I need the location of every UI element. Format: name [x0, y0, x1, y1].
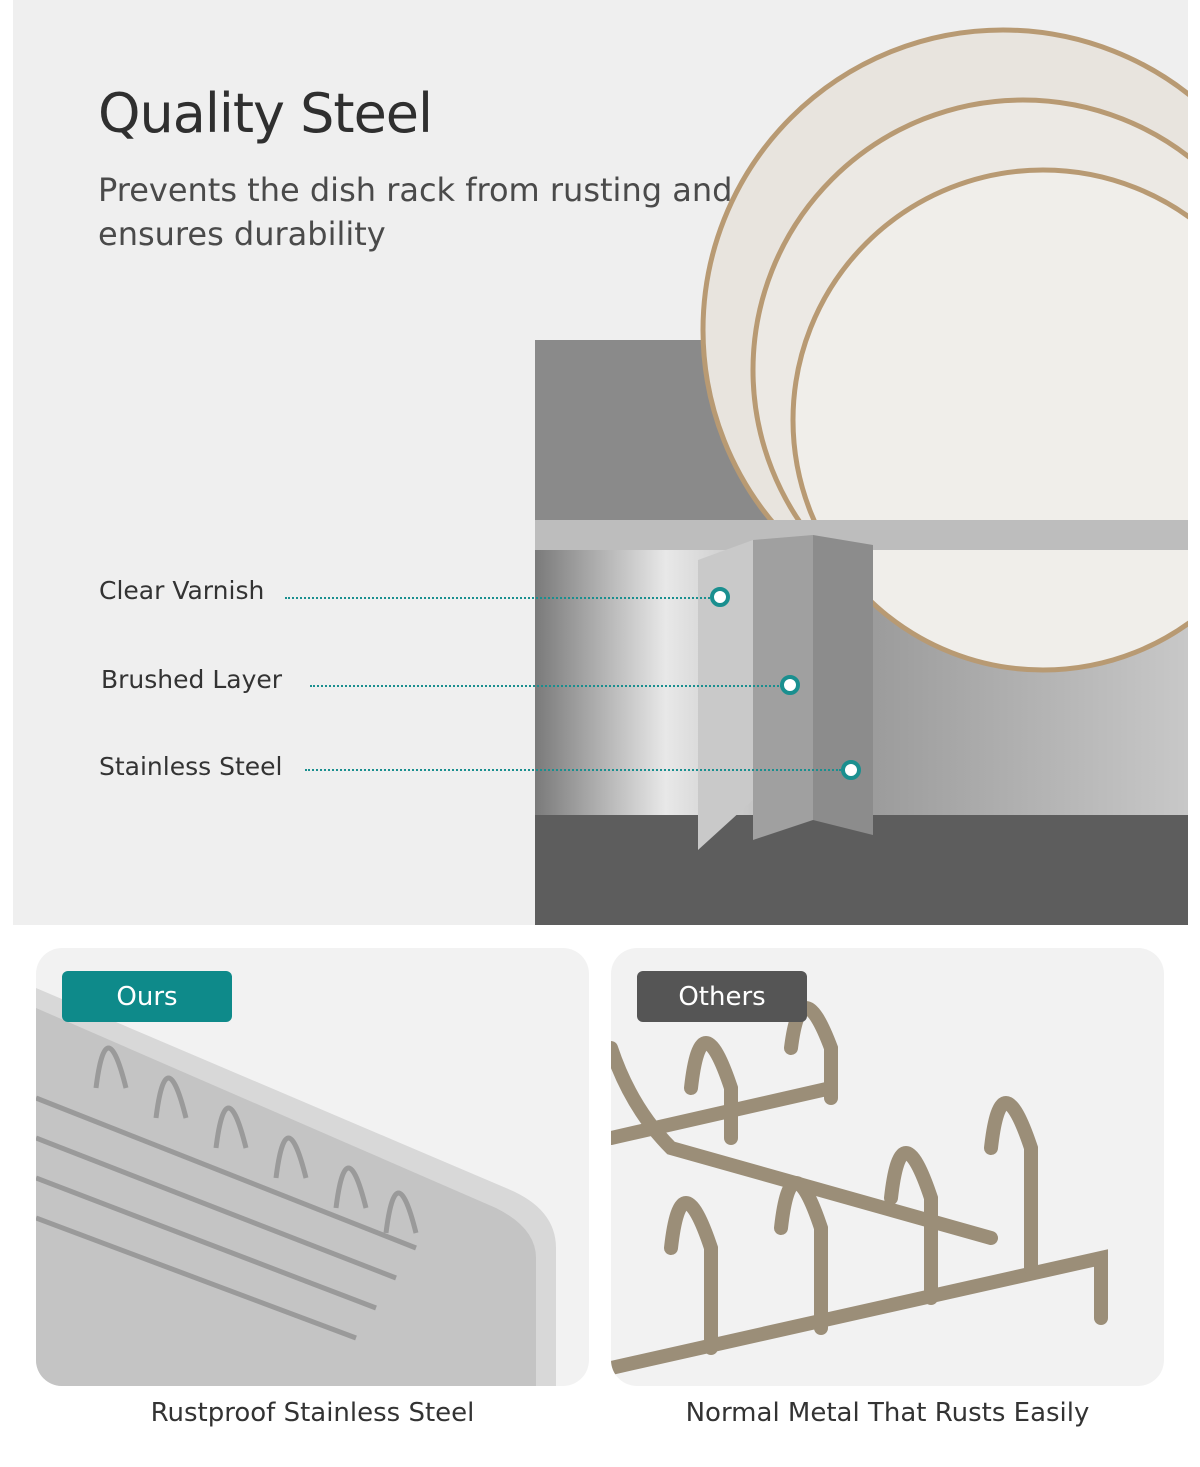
rusty-rack-image — [611, 1001, 1108, 1375]
marker-dot — [780, 675, 800, 695]
layer-label-clear-varnish: Clear Varnish — [99, 576, 265, 605]
subtitle: Prevents the dish rack from rusting and … — [98, 171, 733, 253]
hero-section: Quality Steel Prevents the dish rack fro… — [13, 0, 1188, 925]
marker-dot — [841, 760, 861, 780]
stainless-rack-image — [36, 988, 556, 1386]
page-title: Quality Steel — [98, 82, 433, 145]
leader-line — [285, 597, 713, 599]
marker-dot — [710, 587, 730, 607]
leader-line — [310, 685, 782, 687]
others-badge: Others — [637, 971, 807, 1022]
ours-badge: Ours — [62, 971, 232, 1022]
layer-label-stainless-steel: Stainless Steel — [99, 752, 283, 781]
dish-rack-illustration — [535, 27, 1188, 925]
ours-caption: Rustproof Stainless Steel — [150, 1398, 475, 1428]
layer-label-brushed-layer: Brushed Layer — [101, 665, 283, 694]
others-caption: Normal Metal That Rusts Easily — [685, 1398, 1090, 1428]
ours-panel — [36, 948, 589, 1386]
leader-line — [305, 769, 841, 771]
